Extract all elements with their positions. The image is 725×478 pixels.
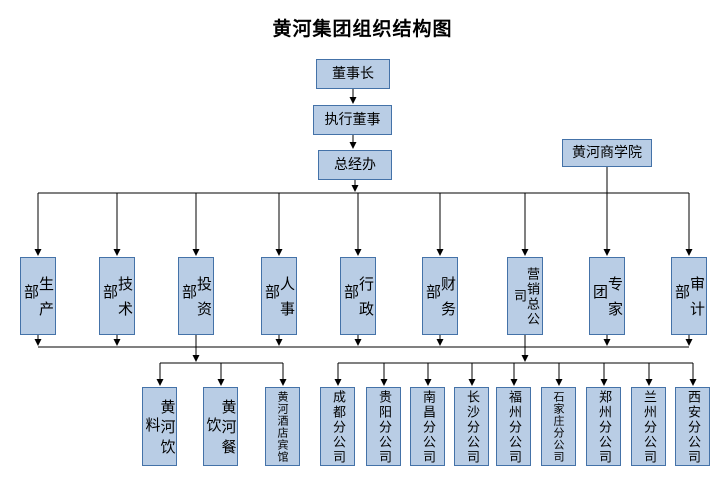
node-beverage-subsidiary: 黄河饮料: [142, 387, 177, 466]
node-fuzhou-branch: 福州分公司: [496, 387, 531, 466]
node-investment-dept: 投资部: [178, 257, 214, 335]
node-xian-branch: 西安分公司: [675, 387, 710, 466]
node-hr-dept: 人事部: [261, 257, 297, 335]
node-nanchang-branch: 南昌分公司: [410, 387, 445, 466]
node-changsha-branch: 长沙分公司: [454, 387, 489, 466]
node-admin-dept: 行政部: [340, 257, 376, 335]
node-zhengzhou-branch: 郑州分公司: [586, 387, 621, 466]
node-hotel-subsidiary: 黄河酒店宾馆: [265, 387, 300, 466]
node-audit-dept: 审计部: [671, 257, 707, 335]
node-shijiazhuang-branch: 石家庄分公司: [541, 387, 576, 466]
node-chengdu-branch: 成都分公司: [320, 387, 355, 466]
page-title: 黄河集团组织结构图: [272, 18, 453, 40]
node-finance-dept: 财务部: [422, 257, 458, 335]
node-gm-office: 总经办: [318, 150, 392, 180]
node-expert-team: 专家团: [589, 257, 625, 335]
node-catering-subsidiary: 黄河餐饮: [203, 387, 238, 466]
node-guiyang-branch: 贵阳分公司: [366, 387, 401, 466]
node-marketing-company: 营销总公司: [507, 257, 543, 335]
node-business-school: 黄河商学院: [562, 139, 652, 167]
node-chairman: 董事长: [316, 59, 390, 89]
node-technology-dept: 技术部: [99, 257, 135, 335]
node-lanzhou-branch: 兰州分公司: [631, 387, 666, 466]
node-executive-director: 执行董事: [313, 105, 392, 135]
node-production-dept: 生产部: [20, 257, 56, 335]
